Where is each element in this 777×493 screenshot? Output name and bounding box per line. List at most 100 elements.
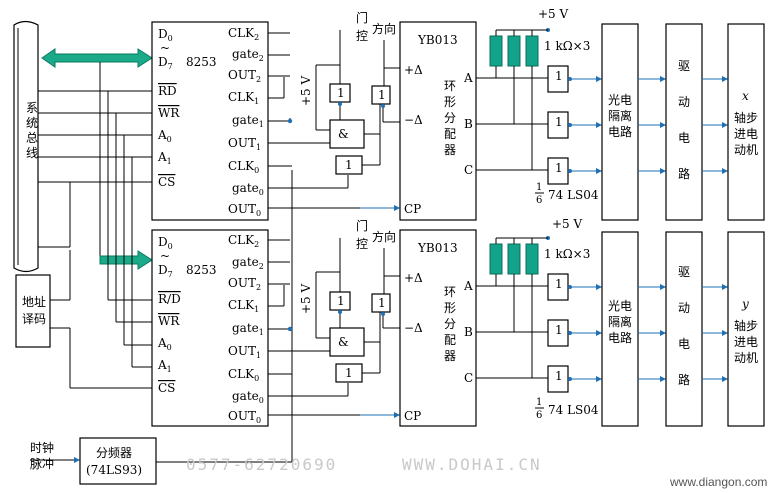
svg-text:YB013: YB013 — [417, 241, 458, 255]
svg-text:+5 V: +5 V — [299, 283, 313, 314]
svg-text:环形分配器: 环形分配器 — [444, 285, 456, 363]
svg-text:CS: CS — [158, 381, 175, 395]
data-bus-arrow — [41, 48, 153, 270]
svg-text:OUT1: OUT1 — [228, 344, 261, 360]
svg-text:−Δ: −Δ — [404, 321, 423, 335]
svg-text:~: ~ — [160, 41, 170, 55]
timer-8253-lower: D0 ~ D7 8253 R/D WR A0 A1 CS CLK2 gate2 … — [151, 229, 269, 427]
svg-text:门控: 门控 — [356, 10, 368, 43]
svg-text:CLK0: CLK0 — [228, 367, 259, 383]
svg-text:&: & — [338, 335, 349, 349]
gate-logic-lower: 1 & 1 门控 方向 1 — [315, 218, 400, 383]
svg-text:1: 1 — [536, 397, 542, 408]
arrows-upper — [572, 76, 602, 174]
watermark-site: WWW.DOHAI.CN — [402, 455, 542, 474]
svg-text:gate1: gate1 — [232, 321, 264, 337]
svg-text:x: x — [742, 89, 749, 103]
svg-text:gate0: gate0 — [232, 389, 264, 405]
svg-text:1: 1 — [345, 366, 353, 380]
svg-text:1: 1 — [555, 161, 563, 175]
svg-text:74 LS04: 74 LS04 — [548, 403, 599, 417]
svg-text:轴步进电动机: 轴步进电动机 — [734, 110, 758, 157]
svg-text:方向: 方向 — [372, 229, 396, 244]
svg-text:A: A — [463, 279, 473, 293]
svg-text:−Δ: −Δ — [404, 113, 423, 127]
driver-upper: 驱动电路 — [665, 23, 703, 221]
svg-text:CLK1: CLK1 — [228, 298, 259, 314]
svg-text:gate2: gate2 — [232, 255, 264, 271]
svg-text:+5 V: +5 V — [538, 7, 569, 21]
svg-text:CLK1: CLK1 — [228, 90, 259, 106]
bus-control-lines-upper — [38, 90, 152, 389]
svg-text:+Δ: +Δ — [404, 63, 423, 77]
ring-distributor-lower: YB013 +Δ −Δ CP 环形分配器 A B C — [399, 229, 477, 427]
frequency-divider: 分频器 (74LS93) — [79, 170, 293, 485]
svg-text:光电隔离电路: 光电隔离电路 — [608, 299, 632, 345]
svg-text:CP: CP — [404, 202, 421, 216]
svg-text:1: 1 — [345, 158, 353, 172]
arrows-right-lower — [702, 284, 728, 382]
svg-text:1: 1 — [555, 115, 563, 129]
svg-text:R/D: R/D — [158, 292, 181, 306]
opto-isolation-upper: 光电隔离电路 — [601, 23, 639, 221]
phase-lines-upper — [476, 77, 548, 171]
svg-text:1: 1 — [378, 296, 386, 310]
svg-text:6: 6 — [536, 410, 542, 421]
vcc-label: +5 V — [299, 75, 313, 106]
svg-text:光电隔离电路: 光电隔离电路 — [608, 93, 632, 139]
svg-text:1: 1 — [555, 277, 563, 291]
svg-text:CLK0: CLK0 — [228, 159, 259, 175]
inverters-lower: 1 1 1 16 74 LS04 — [535, 273, 599, 421]
svg-text:gate1: gate1 — [232, 113, 264, 129]
svg-text:8253: 8253 — [186, 263, 217, 277]
svg-text:~: ~ — [160, 249, 170, 263]
resistor-label: 1 kΩ×3 — [544, 39, 590, 53]
chip-name: 8253 — [186, 55, 217, 69]
svg-text:OUT2: OUT2 — [228, 276, 261, 292]
svg-text:CLK2: CLK2 — [228, 233, 259, 249]
divider-part: (74LS93) — [86, 463, 142, 477]
svg-text:环形分配器: 环形分配器 — [444, 79, 456, 157]
svg-text:&: & — [338, 127, 349, 141]
svg-text:驱动电路: 驱动电路 — [678, 59, 690, 181]
svg-text:OUT2: OUT2 — [228, 68, 261, 84]
ring-distributor-upper: YB013 +Δ −Δ CP 环形分配器 A B C — [399, 21, 477, 221]
arrows-mid-lower — [638, 284, 666, 382]
svg-text:gate2: gate2 — [232, 47, 264, 63]
arrows-lower — [572, 284, 602, 382]
svg-text:C: C — [464, 163, 473, 177]
svg-text:gate0: gate0 — [232, 181, 264, 197]
svg-text:+5 V: +5 V — [552, 217, 583, 231]
svg-text:CS: CS — [158, 175, 175, 189]
motor-x: x 轴步进电动机 — [727, 23, 765, 221]
opto-isolation-lower: 光电隔离电路 — [601, 231, 639, 427]
svg-text:驱动电路: 驱动电路 — [678, 265, 690, 387]
svg-text:RD: RD — [158, 84, 177, 98]
svg-text:A: A — [463, 71, 473, 85]
resistor-network-lower: +5 V 1 kΩ×3 — [489, 217, 590, 378]
address-decoder: 地址译码 — [15, 274, 51, 348]
svg-text:方向: 方向 — [372, 21, 396, 36]
motor-y: y 轴步进电动机 — [727, 231, 765, 427]
arrows-right-upper — [702, 76, 728, 174]
phase-lines-lower — [476, 285, 548, 379]
svg-text:轴步进电动机: 轴步进电动机 — [734, 318, 758, 365]
svg-text:OUT0: OUT0 — [228, 202, 261, 218]
svg-text:1: 1 — [337, 86, 345, 100]
bus-label: 系统总线 — [26, 101, 38, 160]
inverters-upper: 1 1 1 16 74 LS04 — [535, 65, 599, 206]
svg-text:1: 1 — [536, 182, 542, 193]
decoder-label: 地址译码 — [22, 295, 46, 326]
svg-text:B: B — [464, 325, 473, 339]
svg-text:1: 1 — [337, 294, 345, 308]
svg-text:WR: WR — [158, 106, 180, 120]
svg-text:CP: CP — [404, 409, 421, 423]
resistor-network-upper: +5 V 1 kΩ×3 — [489, 7, 590, 170]
clock-source: 时钟脉冲 — [30, 440, 80, 471]
svg-text:1 kΩ×3: 1 kΩ×3 — [544, 247, 590, 261]
driver-lower: 驱动电路 — [665, 231, 703, 427]
divider-label: 分频器 — [96, 446, 132, 460]
svg-text:1: 1 — [555, 69, 563, 83]
svg-text:1: 1 — [555, 369, 563, 383]
